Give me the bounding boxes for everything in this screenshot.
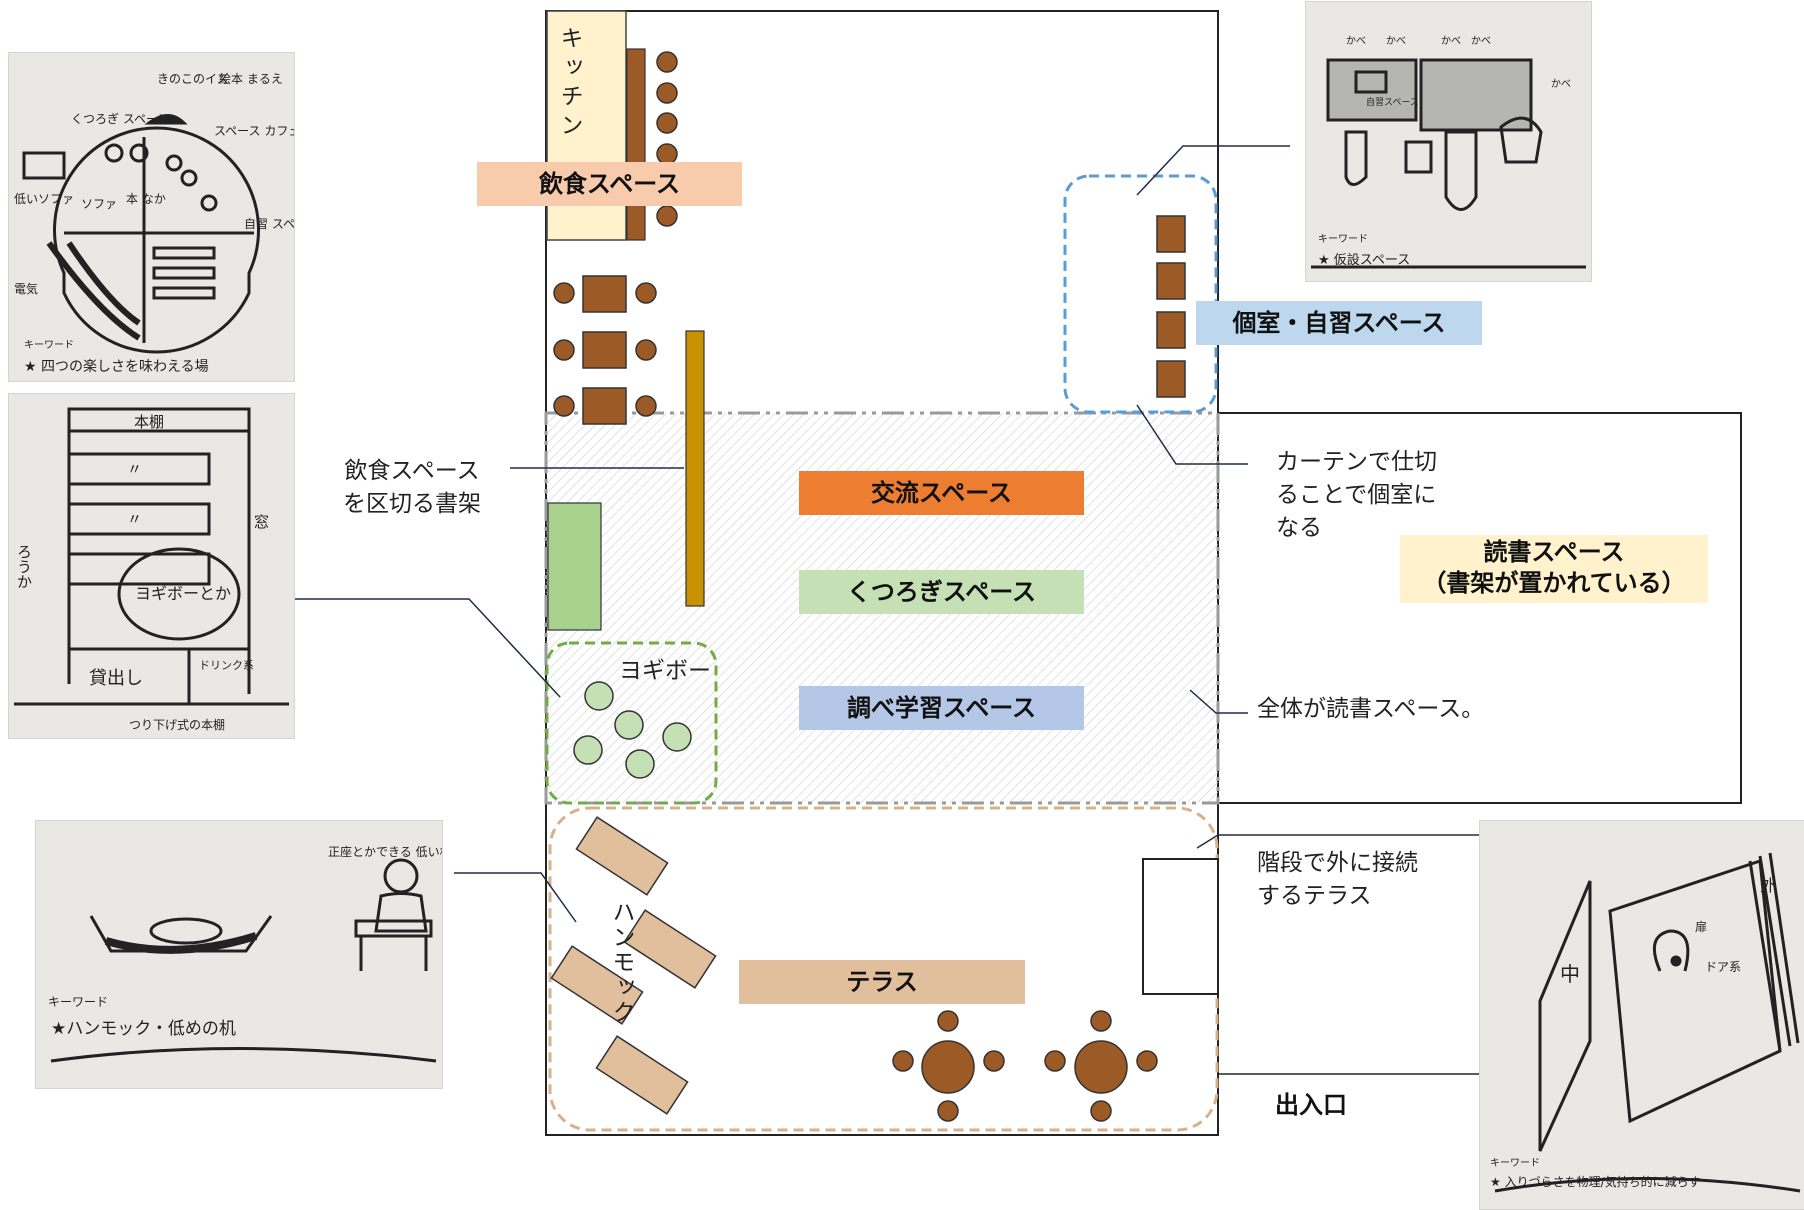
svg-text:窓: 窓: [252, 513, 270, 529]
divider-bookshelf: [685, 330, 705, 607]
sketch-photo-four-zones: きのこのイス 絵本 まるえ くつろぎ スペース スペース カフェ 本 なか ソフ…: [8, 52, 295, 382]
stairs: [1142, 858, 1219, 995]
svg-text:かべ: かべ: [1386, 35, 1406, 47]
whole-reading-annotation: 全体が読書スペース。: [1257, 696, 1485, 722]
terrace-label: テラス: [739, 960, 1025, 1004]
green-shelf: [547, 502, 602, 631]
shelf-divider-annotation: 飲食スペース を区切る書架: [343, 458, 481, 517]
svg-text:スペース カフェ: スペース カフェ: [214, 124, 294, 138]
svg-text:自習スペース: 自習スペース: [1366, 96, 1419, 108]
svg-text:つり下げ式の本棚: つり下げ式の本棚: [129, 717, 225, 732]
svg-text:キーワード: キーワード: [1318, 234, 1368, 245]
reading-area-boundary: [544, 411, 1220, 805]
sketch-photo-private-booth: かべ かべ かべ かべ かべ 自習スペース キーワード ★ 仮設スペース: [1305, 1, 1592, 282]
relax-space-label: くつろぎスペース: [799, 570, 1084, 614]
hammocks: [550, 816, 717, 1115]
svg-text:低いソファ: 低いソファ: [14, 192, 74, 206]
svg-text:★ 四つの楽しさを味わえる場: ★ 四つの楽しさを味わえる場: [24, 359, 209, 375]
svg-text:キーワード: キーワード: [24, 340, 74, 351]
dining-space-label: 飲食スペース: [477, 162, 742, 206]
sketch-photo-entrance: 中 外 扉 ドア系 キーワード ★ 入りづらさを物理/気持ち的に減らす: [1479, 820, 1804, 1210]
svg-text:ドア系: ドア系: [1705, 960, 1741, 974]
reading-wing-outline: [1218, 412, 1742, 804]
yogibo-label: ヨギボー: [619, 658, 711, 684]
round-tables: [892, 1010, 1158, 1122]
svg-text:絵本 まるえ: 絵本 まるえ: [219, 71, 283, 86]
svg-text:かべ: かべ: [1551, 78, 1571, 90]
study-space-label: 調べ学習スペース: [799, 686, 1084, 730]
svg-text:ドリンク系: ドリンク系: [199, 659, 254, 672]
svg-text:〃: 〃: [127, 460, 142, 478]
svg-text:★ 仮設スペース: ★ 仮設スペース: [1318, 252, 1410, 268]
svg-text:ソファ: ソファ: [81, 197, 117, 211]
svg-text:貸出し: 貸出し: [89, 668, 143, 689]
svg-text:★ 入りづらさを物理/気持ち的に減らす: ★ 入りづらさを物理/気持ち的に減らす: [1490, 1174, 1700, 1189]
svg-text:かべ: かべ: [1441, 35, 1461, 47]
svg-text:外: 外: [1760, 876, 1776, 895]
svg-text:キーワード: キーワード: [1490, 1158, 1540, 1169]
svg-text:扉: 扉: [1695, 920, 1707, 934]
hammock-label: ハンモック: [608, 900, 634, 1025]
svg-text:キーワード: キーワード: [48, 995, 108, 1009]
private-zone: [1063, 174, 1218, 414]
leader-lines: [250, 145, 1480, 923]
svg-text:★ハンモック・低めの机: ★ハンモック・低めの机: [51, 1019, 236, 1039]
svg-text:〃: 〃: [127, 510, 142, 528]
counter-table: [626, 48, 646, 241]
private-desks: [1156, 215, 1186, 398]
yogibo-zone: [545, 641, 718, 805]
counter-stools: [656, 51, 678, 227]
svg-text:本棚: 本棚: [134, 413, 164, 431]
dining-tables: [553, 275, 657, 425]
private-space-label: 個室・自習スペース: [1196, 301, 1482, 345]
exchange-space-label: 交流スペース: [799, 471, 1084, 515]
svg-text:本 なか: 本 なか: [126, 192, 166, 206]
yogibo-beanbags: [573, 681, 692, 779]
svg-text:きのこのイス: きのこのイス: [157, 72, 229, 86]
svg-text:ろうか: ろうか: [15, 544, 33, 589]
svg-text:ヨギボーとか: ヨギボーとか: [135, 584, 231, 603]
svg-text:自習 スペース: 自習 スペース: [244, 217, 294, 231]
svg-text:正座とかできる 低い机: 正座とかできる 低い机: [328, 844, 442, 859]
svg-text:中: 中: [1560, 962, 1580, 986]
svg-text:かべ: かべ: [1346, 35, 1366, 47]
reading-space-label: 読書スペース （書架が置かれている）: [1400, 535, 1708, 603]
svg-text:かべ: かべ: [1471, 35, 1491, 47]
entrance-label: 出入口: [1275, 1091, 1347, 1119]
sketch-photo-hanging-shelf: 本棚 〃 〃 ろうか 窓 ヨギボーとか 貸出し ドリンク系 つり下げ式の本棚: [8, 393, 295, 739]
svg-text:くつろぎ スペース: くつろぎ スペース: [71, 112, 169, 126]
stairs-annotation: 階段で外に接続 するテラス: [1257, 850, 1418, 909]
sketch-photo-hammock: 正座とかできる 低い机 キーワード ★ハンモック・低めの机: [35, 820, 443, 1089]
kitchen-label: キッチン: [556, 26, 582, 142]
svg-text:電気: 電気: [14, 281, 38, 296]
curtain-annotation: カーテンで仕切 ることで個室に なる: [1276, 449, 1437, 541]
